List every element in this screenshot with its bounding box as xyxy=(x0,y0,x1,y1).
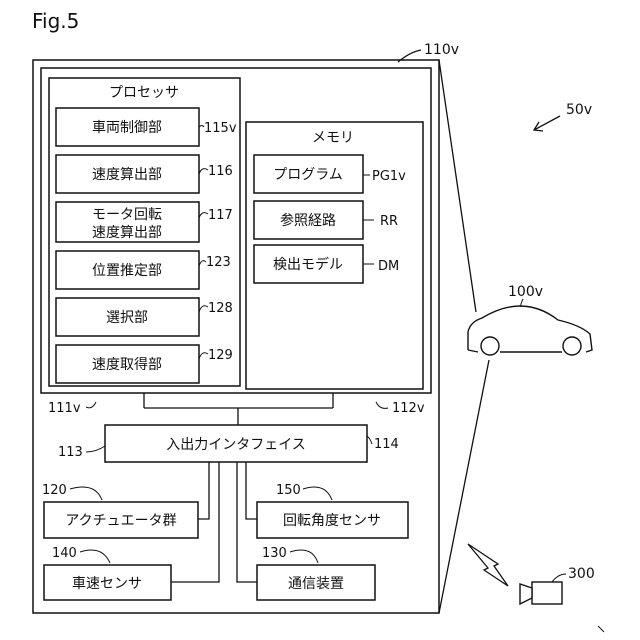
memory-item-ref: PG1v xyxy=(372,169,406,184)
communication-device-label: 通信装置 xyxy=(288,576,344,592)
io-ref-left: 113 xyxy=(58,445,83,460)
system-ref-arrow xyxy=(534,116,560,131)
perspective-line-top xyxy=(439,60,476,312)
vehicle-speed-sensor-label: 車速センサ xyxy=(72,575,142,592)
memory-item-label: 検出モデル xyxy=(273,256,343,273)
actuator-ref: 120 xyxy=(42,483,67,498)
block-ref: 129 xyxy=(208,348,233,363)
block-ref: 128 xyxy=(208,301,233,316)
wireless-signal-icon xyxy=(468,544,508,586)
actuator-ref-leader xyxy=(70,487,102,500)
rotation-angle-sensor-ref-leader xyxy=(303,487,332,500)
block-label: 選択部 xyxy=(106,310,148,326)
rotation-angle-sensor-ref: 150 xyxy=(276,483,301,498)
memory-item-ref: RR xyxy=(380,214,398,229)
memory-item-label: プログラム xyxy=(273,167,343,183)
camera-ref-leader xyxy=(552,574,566,582)
block-label: 車両制御部 xyxy=(92,119,162,136)
rotation-angle-sensor-box: 回転角度センサ xyxy=(257,502,408,538)
processor-block-speed-acquisition: 速度取得部 129 xyxy=(56,345,233,383)
corner-mark xyxy=(598,626,604,632)
vehicle-ref-label: 100v xyxy=(508,284,543,300)
memory-item-ref: DM xyxy=(378,259,399,274)
processor-title: プロセッサ xyxy=(109,85,179,101)
processor-ref-leader xyxy=(86,402,96,408)
io-interface-label: 入出力インタフェイス xyxy=(166,437,306,453)
communication-device-ref: 130 xyxy=(262,546,287,561)
memory-item-detection-model: 検出モデル DM xyxy=(254,245,399,283)
memory-title: メモリ xyxy=(312,130,354,146)
block-ref: 116 xyxy=(208,164,233,179)
memory-item-label: 参照経路 xyxy=(280,212,336,229)
vehicle-speed-sensor-ref-leader xyxy=(80,550,110,563)
block-label: 速度算出部 xyxy=(92,167,162,183)
bus-lines xyxy=(144,393,333,425)
vehicle-speed-sensor-box: 車速センサ xyxy=(44,565,171,600)
camera-ref-label: 300 xyxy=(568,566,595,582)
vehicle-speed-sensor-ref: 140 xyxy=(52,546,77,561)
memory-item-program: プログラム PG1v xyxy=(254,155,406,193)
memory-box xyxy=(246,122,423,389)
processor-block-motor-rotation-speed: モータ回転 速度算出部 117 xyxy=(56,202,233,242)
block-ref: 117 xyxy=(208,208,233,223)
block-label: 位置推定部 xyxy=(92,263,162,279)
block-ref: 123 xyxy=(206,255,231,270)
actuator-label: アクチュエータ群 xyxy=(65,513,176,529)
rotation-angle-sensor-label: 回転角度センサ xyxy=(283,513,381,529)
memory-ref-leader xyxy=(376,402,388,408)
peripheral-connections xyxy=(171,462,257,582)
vehicle-icon xyxy=(468,306,592,355)
block-ref: 115v xyxy=(204,121,237,136)
camera-icon xyxy=(520,582,562,604)
system-ref-label: 50v xyxy=(566,102,592,118)
processor-block-position-estimation: 位置推定部 123 xyxy=(56,251,231,289)
processor-block-vehicle-control: 車両制御部 115v xyxy=(56,108,237,146)
processor-ref-label: 111v xyxy=(48,401,81,416)
io-ref-left-leader xyxy=(86,446,105,452)
processor-block-speed-calc: 速度算出部 116 xyxy=(56,155,233,193)
block-label: 速度取得部 xyxy=(92,356,162,373)
unit-ref-label: 110v xyxy=(424,42,459,58)
actuator-group-box: アクチュエータ群 xyxy=(44,502,198,538)
figure-label: Fig.5 xyxy=(32,9,79,33)
io-interface-box: 入出力インタフェイス xyxy=(105,425,367,462)
communication-device-ref-leader xyxy=(290,550,318,563)
memory-item-reference-route: 参照経路 RR xyxy=(254,201,398,239)
processor-block-selection: 選択部 128 xyxy=(56,298,233,336)
perspective-line-bottom xyxy=(439,360,489,613)
block-label-line1: モータ回転 xyxy=(92,207,162,223)
memory-ref-label: 112v xyxy=(392,401,425,416)
block-label-line2: 速度算出部 xyxy=(92,225,162,241)
communication-device-box: 通信装置 xyxy=(257,565,375,600)
io-ref-right: 114 xyxy=(374,437,399,452)
